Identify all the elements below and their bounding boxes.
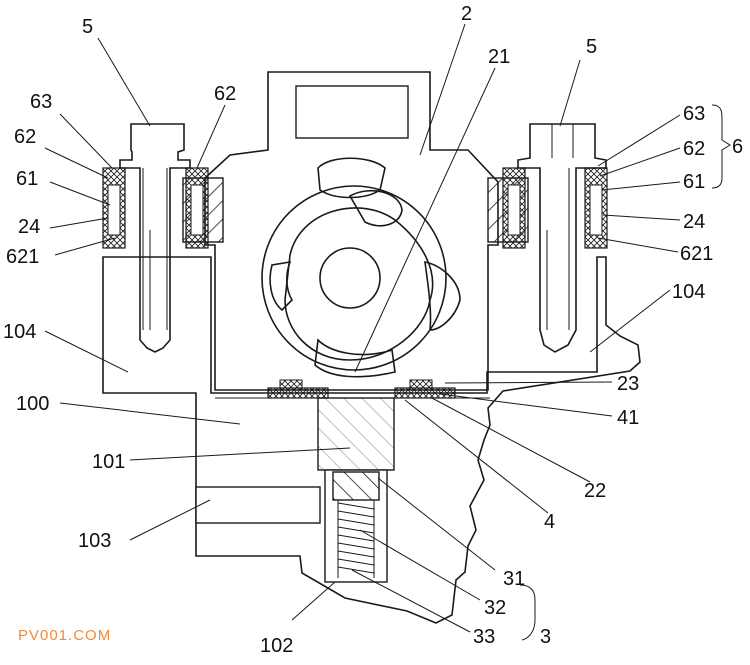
rotor-21 xyxy=(261,157,461,378)
label-61-right: 61 xyxy=(683,171,705,193)
label-6: 6 xyxy=(732,136,743,158)
label-24-right: 24 xyxy=(683,211,705,233)
label-61-left: 61 xyxy=(16,168,38,190)
label-5-left: 5 xyxy=(82,16,93,38)
reference-labels: 5 5 2 21 63 62 62 61 24 621 63 62 61 6 2… xyxy=(3,3,743,657)
label-102: 102 xyxy=(260,635,293,657)
label-101: 101 xyxy=(92,451,125,473)
watermark: PV001.COM xyxy=(18,627,111,644)
label-104-right: 104 xyxy=(672,281,705,303)
label-621-left: 621 xyxy=(6,246,39,268)
lower-housing xyxy=(102,256,641,624)
label-63-right: 63 xyxy=(683,103,705,125)
label-24-left: 24 xyxy=(18,216,40,238)
spring-33 xyxy=(337,500,375,578)
label-621-right: 621 xyxy=(680,243,713,265)
label-32: 32 xyxy=(484,597,506,619)
channel-103 xyxy=(195,486,321,524)
bolt-right-5 xyxy=(502,123,608,353)
label-41: 41 xyxy=(617,407,639,429)
bolt-left-5 xyxy=(102,123,209,353)
label-3: 3 xyxy=(540,626,551,648)
label-31: 31 xyxy=(503,568,525,590)
label-62-left-top: 62 xyxy=(214,83,236,105)
label-22: 22 xyxy=(584,480,606,502)
seal-plates xyxy=(215,379,490,399)
label-23: 23 xyxy=(617,373,639,395)
label-100: 100 xyxy=(16,393,49,415)
label-104-left: 104 xyxy=(3,321,36,343)
label-103: 103 xyxy=(78,530,111,552)
leader-lines xyxy=(44,23,731,641)
label-62-left: 62 xyxy=(14,126,36,148)
label-5-right: 5 xyxy=(586,36,597,58)
label-21: 21 xyxy=(488,46,510,68)
label-33: 33 xyxy=(473,626,495,648)
label-2: 2 xyxy=(461,3,472,25)
valve-core-31 xyxy=(332,471,380,501)
label-63-left: 63 xyxy=(30,91,52,113)
label-4: 4 xyxy=(544,511,555,533)
label-62-right: 62 xyxy=(683,138,705,160)
